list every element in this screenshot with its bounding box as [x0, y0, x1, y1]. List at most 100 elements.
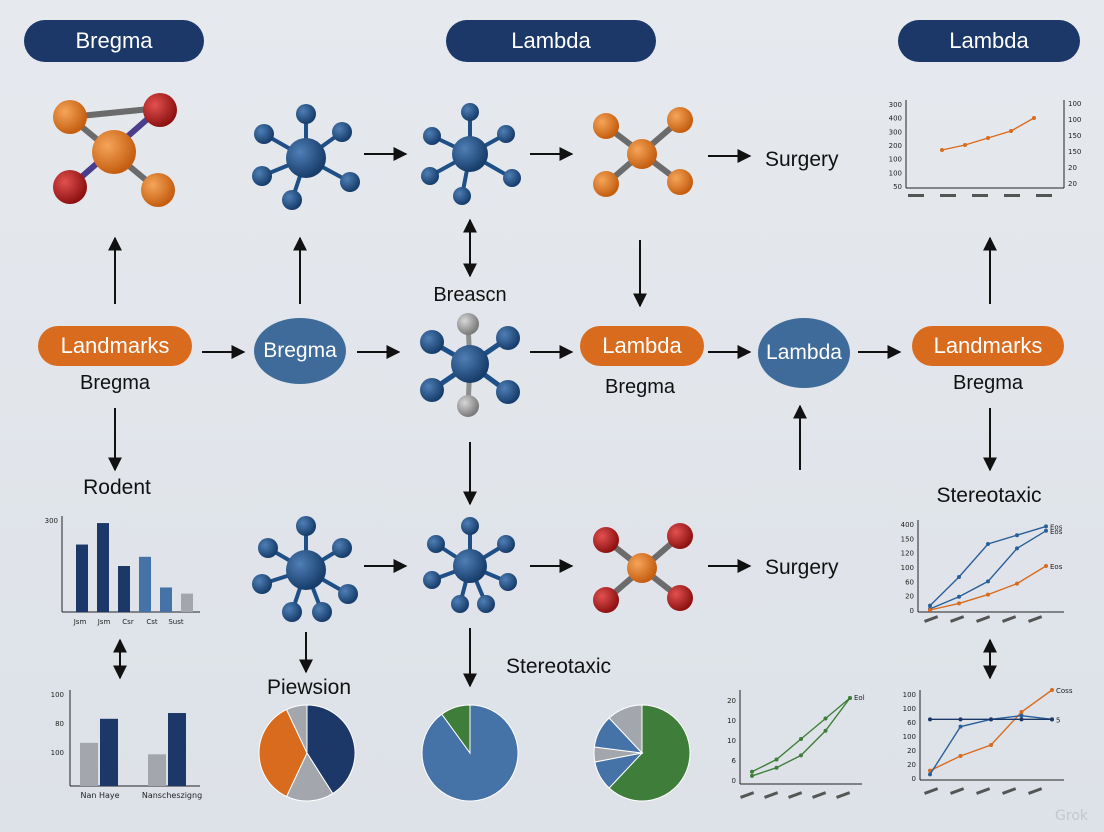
data-point [1044, 528, 1048, 533]
label-piewsion: Piewsion [266, 676, 352, 699]
data-point [1015, 533, 1019, 538]
data-point [958, 717, 963, 722]
molecule-orange-red [53, 93, 177, 207]
x-tick-label: Jsm [73, 618, 87, 626]
data-point [823, 716, 828, 721]
pill-lambda-center: Lambda [446, 20, 656, 62]
y-tick-label: 20 [907, 747, 916, 755]
pie-chart-2 [421, 704, 519, 802]
y-tick-label: 100 [903, 705, 916, 713]
molecule-orange-x [593, 107, 693, 197]
bar [168, 713, 186, 786]
y-tick-label-right: 20 [1068, 180, 1077, 188]
data-point [957, 601, 961, 606]
pie-slice [285, 704, 308, 754]
y-tick-label: 100 [889, 156, 902, 164]
x-tick-label [950, 787, 965, 795]
data-point [957, 594, 961, 599]
label-bregma-under-landmarks: Bregma [79, 372, 151, 394]
pie-slice [608, 704, 643, 755]
x-tick-label [836, 791, 851, 799]
data-point [986, 542, 990, 546]
label-surgery-bottom: Surgery [765, 556, 839, 579]
data-point [1009, 129, 1013, 133]
data-point [963, 143, 967, 147]
bar [181, 593, 193, 612]
y-tick-label-right: 20 [1068, 164, 1077, 172]
x-tick-label [1004, 194, 1020, 197]
data-point [799, 737, 803, 741]
data-point [799, 753, 803, 758]
y-tick-label: 100 [889, 169, 902, 177]
bar [148, 754, 166, 786]
x-tick-label [924, 615, 939, 623]
y-tick-label-right: 100 [1068, 116, 1081, 124]
bar [118, 566, 130, 612]
label-stereotaxic-center: Stereotaxic [506, 655, 612, 678]
data-point [1032, 116, 1036, 120]
data-point [989, 717, 993, 722]
x-tick-label [1002, 615, 1017, 623]
x-tick-label [1036, 194, 1052, 197]
y-tick-label: 100 [903, 691, 916, 699]
data-point [989, 743, 993, 747]
legend-label: 5 [1056, 716, 1060, 724]
bar [97, 523, 109, 612]
x-tick-label [972, 194, 988, 197]
pie-slice [258, 708, 308, 798]
x-tick-label: Csr [122, 618, 134, 626]
y-tick-label: 200 [889, 142, 902, 150]
y-tick-label: 6 [732, 757, 737, 765]
bar [80, 742, 98, 786]
y-tick-label: 300 [889, 128, 902, 136]
x-tick-label [788, 791, 803, 799]
pill-lambda-right: Lambda [898, 20, 1080, 62]
lambda-oval-node: Lambda [758, 318, 850, 388]
x-tick-label [1028, 787, 1043, 795]
x-tick-label [1001, 787, 1017, 795]
data-point [774, 757, 779, 762]
y-tick-label-right: 150 [1068, 148, 1081, 156]
y-tick-label: 400 [901, 521, 914, 529]
data-point [1019, 713, 1024, 718]
x-tick-label: Sust [168, 618, 184, 626]
pie-chart-1 [258, 704, 356, 802]
x-tick-label [949, 615, 965, 623]
y-tick-label: 120 [901, 550, 914, 558]
y-tick-label: 100 [903, 733, 916, 741]
y-tick-label: 60 [905, 578, 914, 586]
molecule-blue-gray [420, 313, 520, 417]
data-point [928, 772, 932, 777]
data-point [1019, 710, 1024, 714]
x-tick-label [908, 194, 924, 197]
label-stereotaxic-right: Stereotaxic [936, 484, 1042, 507]
y-tick-label-right: 150 [1068, 132, 1081, 140]
y-tick-label: 100 [51, 749, 64, 757]
y-tick-label: 300 [889, 101, 902, 109]
y-tick-label: 0 [910, 607, 914, 615]
x-tick-label [940, 194, 956, 197]
legend-label: Coss [1056, 687, 1073, 695]
label-breascn: Breascn [433, 284, 507, 306]
y-tick-label: 80 [55, 720, 64, 728]
y-tick-label: 10 [727, 717, 736, 725]
molecule-blue-star [252, 104, 360, 210]
x-tick-label: Jsm [97, 618, 111, 626]
y-tick-label: 50 [893, 183, 902, 191]
data-point [928, 603, 932, 608]
molecule-red-x [593, 523, 693, 613]
y-tick-label: 300 [45, 517, 58, 525]
y-tick-label: 0 [912, 775, 916, 783]
data-point [958, 724, 963, 729]
x-tick-label [812, 791, 827, 799]
x-tick-label [1027, 615, 1043, 623]
data-point [1015, 546, 1019, 551]
label-rodent: Rodent [83, 476, 151, 499]
y-tick-label-right: 100 [1068, 100, 1081, 108]
x-tick-label: Cst [146, 618, 158, 626]
